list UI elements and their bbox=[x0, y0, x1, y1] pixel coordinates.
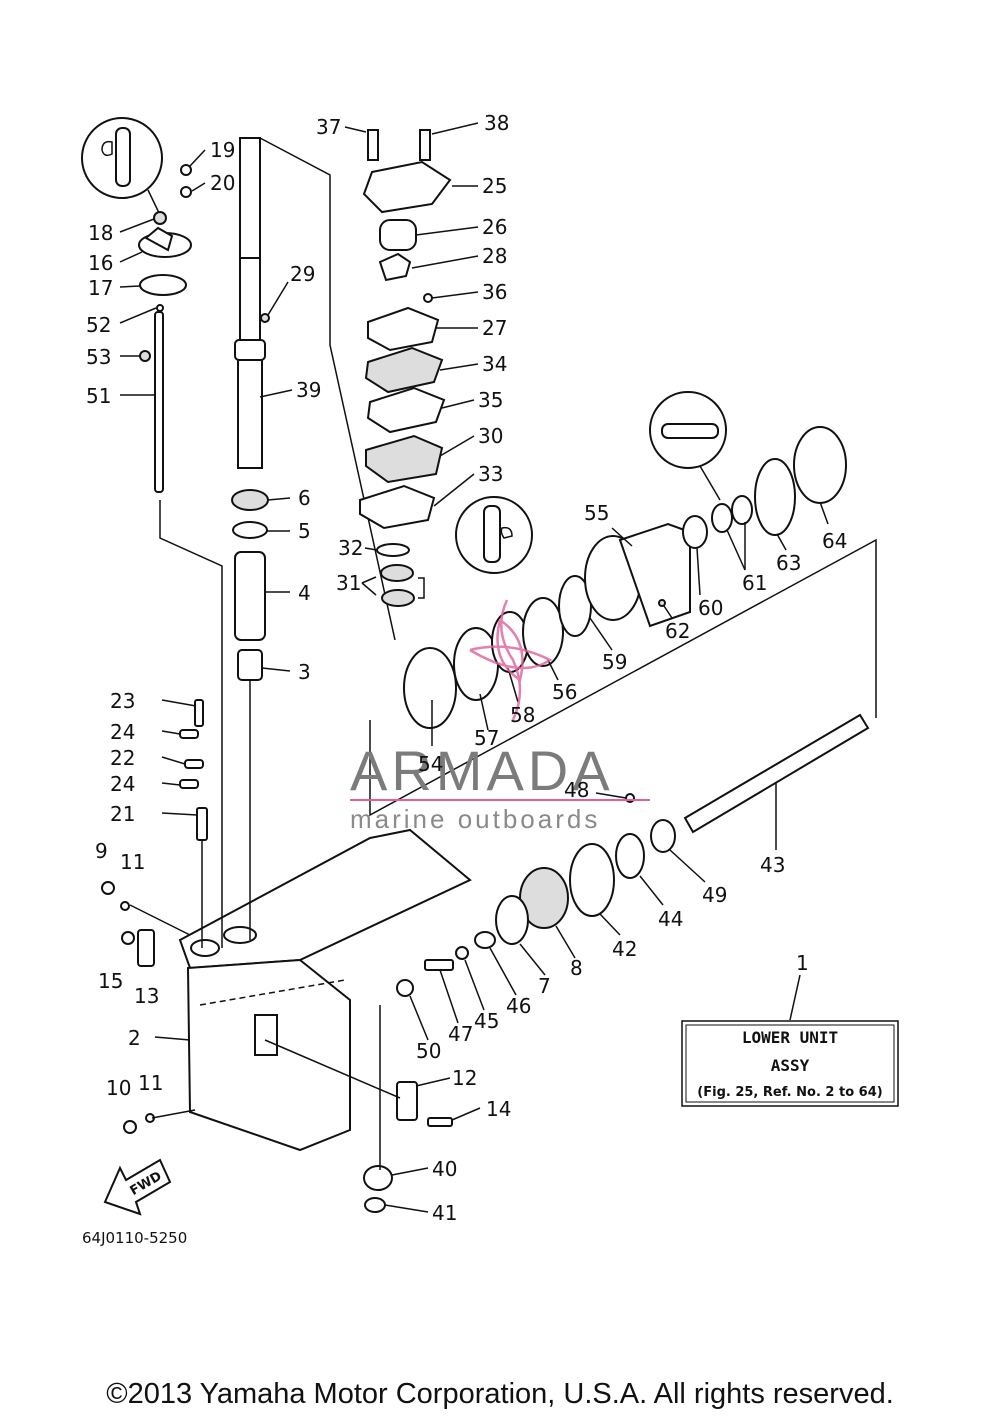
callout-56: 56 bbox=[552, 680, 577, 704]
watermark-logo bbox=[469, 599, 553, 721]
callout-28: 28 bbox=[482, 244, 507, 268]
bearing-31-32 bbox=[376, 543, 415, 607]
propeller-shaft bbox=[615, 713, 870, 879]
callout-57: 57 bbox=[474, 726, 499, 750]
assembly-lines bbox=[129, 500, 877, 1170]
callout-25: 25 bbox=[482, 174, 507, 198]
inset-bubble-left bbox=[81, 117, 163, 216]
callout-43: 43 bbox=[760, 853, 785, 877]
diagram-code: 64J0110-5250 bbox=[82, 1229, 187, 1247]
callout-41: 41 bbox=[432, 1201, 457, 1225]
prop-shaft-housing bbox=[584, 426, 847, 628]
callout-11a: 11 bbox=[120, 850, 145, 874]
callout-24a: 24 bbox=[110, 720, 135, 744]
callout-42: 42 bbox=[612, 937, 637, 961]
callout-63: 63 bbox=[776, 551, 801, 575]
fwd-arrow: FWD bbox=[103, 1158, 172, 1216]
callout-38: 38 bbox=[484, 111, 509, 135]
callout-11b: 11 bbox=[138, 1071, 163, 1095]
callout-49: 49 bbox=[702, 883, 727, 907]
callout-58: 58 bbox=[510, 703, 535, 727]
callout-14: 14 bbox=[486, 1097, 511, 1121]
callout-21: 21 bbox=[110, 802, 135, 826]
water-pump-stack bbox=[359, 129, 452, 530]
callout-13: 13 bbox=[134, 984, 159, 1008]
callout-20: 20 bbox=[210, 171, 235, 195]
reverse-gear-parts bbox=[495, 843, 615, 945]
callout-33: 33 bbox=[478, 462, 503, 486]
driveshaft-bearings bbox=[231, 489, 269, 681]
callout-39: 39 bbox=[296, 378, 321, 402]
callout-44: 44 bbox=[658, 907, 683, 931]
callout-48: 48 bbox=[564, 778, 589, 802]
drive-shaft bbox=[234, 137, 396, 641]
callout-22: 22 bbox=[110, 746, 135, 770]
inset-bubble-right bbox=[649, 391, 727, 501]
leader-lines bbox=[119, 122, 829, 1213]
callout-40: 40 bbox=[432, 1157, 457, 1181]
callout-51: 51 bbox=[86, 384, 111, 408]
callout-31: 31 bbox=[336, 571, 361, 595]
callout-27: 27 bbox=[482, 316, 507, 340]
callout-1: 1 bbox=[796, 951, 809, 975]
assy-box-line3: (Fig. 25, Ref. No. 2 to 64) bbox=[697, 1085, 882, 1100]
callout-50: 50 bbox=[416, 1039, 441, 1063]
callout-2: 2 bbox=[128, 1026, 141, 1050]
callout-52: 52 bbox=[86, 313, 111, 337]
callout-32: 32 bbox=[338, 536, 363, 560]
watermark-sub: marine outboards bbox=[350, 804, 600, 834]
lower-casing bbox=[178, 828, 472, 1152]
shift-rod-parts bbox=[138, 164, 192, 493]
callout-35: 35 bbox=[478, 388, 503, 412]
callout-61: 61 bbox=[742, 571, 767, 595]
assy-box-line1: LOWER UNIT bbox=[742, 1028, 838, 1047]
callout-5: 5 bbox=[298, 519, 311, 543]
callout-62: 62 bbox=[665, 619, 690, 643]
exploded-parts-diagram: ARMADA marine outboards LOWER UNIT ASSY … bbox=[81, 111, 899, 1247]
callout-47: 47 bbox=[448, 1022, 473, 1046]
callout-46: 46 bbox=[506, 994, 531, 1018]
watermark: ARMADA marine outboards bbox=[350, 599, 650, 834]
callout-60: 60 bbox=[698, 596, 723, 620]
copyright-footer: ©2013 Yamaha Motor Corporation, U.S.A. A… bbox=[106, 1378, 894, 1410]
callout-55: 55 bbox=[584, 501, 609, 525]
callout-9: 9 bbox=[95, 839, 108, 863]
assy-box-line2: ASSY bbox=[771, 1056, 810, 1075]
callout-59: 59 bbox=[602, 650, 627, 674]
callout-36: 36 bbox=[482, 280, 507, 304]
callout-29: 29 bbox=[290, 262, 315, 286]
callout-53: 53 bbox=[86, 345, 111, 369]
callout-4: 4 bbox=[298, 581, 311, 605]
callout-18: 18 bbox=[88, 221, 113, 245]
callout-23: 23 bbox=[110, 689, 135, 713]
callout-64: 64 bbox=[822, 529, 847, 553]
callout-12: 12 bbox=[452, 1066, 477, 1090]
callout-19: 19 bbox=[210, 138, 235, 162]
callout-17: 17 bbox=[88, 276, 113, 300]
callout-30: 30 bbox=[478, 424, 503, 448]
watermark-main: ARMADA bbox=[350, 739, 614, 802]
callout-8: 8 bbox=[570, 956, 583, 980]
callout-45: 45 bbox=[474, 1009, 499, 1033]
callout-54: 54 bbox=[418, 752, 443, 776]
callout-37: 37 bbox=[316, 115, 341, 139]
callouts: 1 2 3 4 5 6 7 8 9 10 11 11 12 13 14 15 1… bbox=[86, 111, 847, 1225]
callout-26: 26 bbox=[482, 215, 507, 239]
callout-16: 16 bbox=[88, 251, 113, 275]
inset-bubble-middle bbox=[455, 496, 533, 574]
callout-3: 3 bbox=[298, 660, 311, 684]
callout-6: 6 bbox=[298, 486, 311, 510]
callout-7: 7 bbox=[538, 974, 551, 998]
callout-34: 34 bbox=[482, 352, 507, 376]
callout-15: 15 bbox=[98, 969, 123, 993]
callout-24b: 24 bbox=[110, 772, 135, 796]
callout-10: 10 bbox=[106, 1076, 131, 1100]
forward-gear-assembly bbox=[403, 575, 592, 729]
assy-box: LOWER UNIT ASSY (Fig. 25, Ref. No. 2 to … bbox=[681, 1020, 899, 1107]
